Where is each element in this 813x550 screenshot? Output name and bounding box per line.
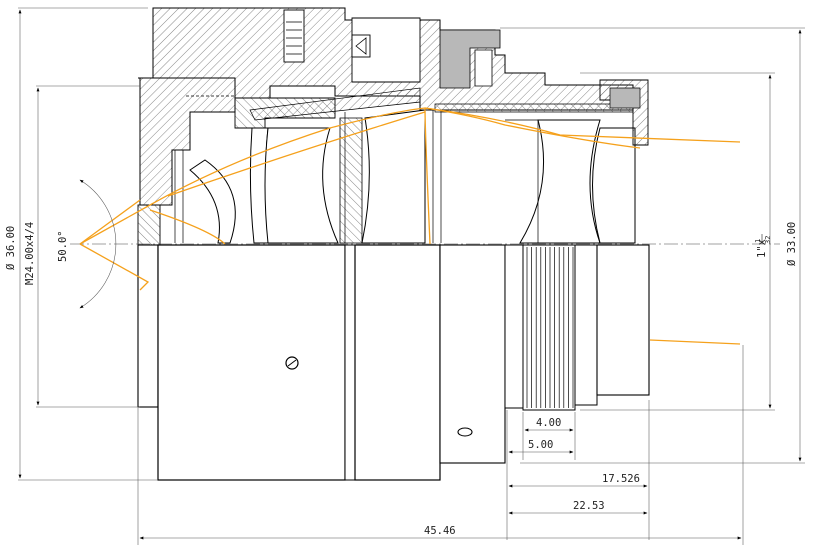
exterior-view (137, 244, 650, 481)
lens-4 (361, 109, 426, 244)
mount-thread-main: 1"x (756, 239, 768, 258)
lens-elements (174, 103, 636, 244)
set-screw (283, 9, 305, 63)
dim-filter-thread: M24.00x4/4 (24, 222, 36, 285)
dimension-lines (18, 7, 805, 545)
ray-trace (79, 107, 741, 345)
lens-5 (519, 119, 601, 244)
dim-total-length: 45.46 (424, 525, 456, 537)
dim-thread-length: 4.00 (536, 417, 561, 429)
barrel-groove (344, 244, 356, 481)
light-ray (149, 209, 226, 245)
light-ray (649, 339, 741, 345)
mount-thread-den: 32 (764, 236, 772, 244)
light-ray (424, 107, 431, 245)
lens-3 (264, 127, 339, 244)
light-ray (79, 199, 141, 245)
front-cap (137, 244, 159, 408)
rear-tube (574, 244, 598, 406)
light-ray (167, 111, 426, 197)
light-ray (79, 243, 150, 291)
dim-flange-distance: 17.526 (602, 473, 640, 485)
rear-body (439, 244, 506, 464)
dim-field-angle: 50.0° (57, 230, 69, 262)
dim-rear-diameter: Ø 33.00 (786, 222, 798, 266)
mount-thread-num: 1 (754, 239, 762, 243)
mount-neck (504, 244, 524, 409)
lens-6 (592, 127, 636, 244)
iris-barrel (354, 244, 441, 481)
light-ray (424, 107, 641, 149)
front-ring (138, 77, 236, 206)
dim-mount-thread: 1"x 1 32 (754, 234, 772, 258)
rear-end (596, 244, 650, 396)
section-view (137, 7, 649, 246)
dim-thread-relief: 5.00 (528, 439, 553, 451)
iris-screw-icon (457, 427, 473, 437)
light-ray (79, 107, 741, 245)
focus-barrel (157, 244, 346, 481)
screw-slot (351, 34, 371, 58)
mount-thread (522, 244, 576, 411)
rear-flange-grey (439, 29, 501, 89)
thread-lines (526, 247, 574, 408)
dim-rear-length: 22.53 (573, 500, 605, 512)
inner-cavity (351, 17, 421, 83)
dim-outer-diameter: Ø 36.00 (5, 226, 17, 270)
